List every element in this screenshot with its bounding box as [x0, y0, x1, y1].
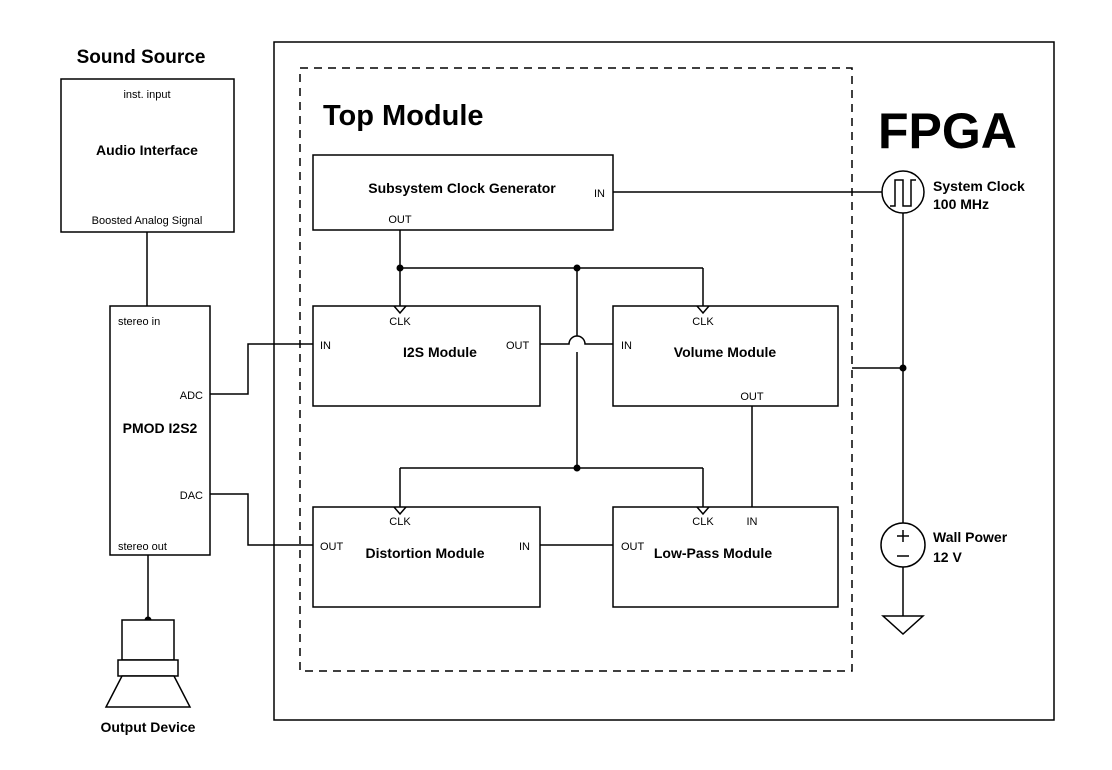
clock-generator-name: Subsystem Clock Generator: [368, 180, 556, 196]
wall-power-label: Wall Power: [933, 529, 1008, 545]
pmod-stereo-out: stereo out: [118, 541, 167, 553]
lowpass-module-box: [612, 506, 839, 608]
lowpass-in: IN: [747, 516, 758, 528]
junction-dot: [573, 464, 581, 472]
junction-dot: [899, 364, 907, 372]
pmod-dac: DAC: [180, 490, 203, 502]
audio-interface-boosted-signal: Boosted Analog Signal: [92, 215, 203, 227]
audio-interface-name: Audio Interface: [96, 142, 198, 158]
clk-input-marker: [696, 506, 710, 516]
volume-out: OUT: [740, 391, 764, 403]
speaker-icon: [104, 619, 192, 708]
junction-dot: [396, 264, 404, 272]
clock-generator-in: IN: [594, 188, 605, 200]
i2s-in: IN: [320, 340, 331, 352]
system-clock-label: System Clock: [933, 178, 1025, 194]
fpga-label: FPGA: [878, 103, 1017, 159]
i2s-name: I2S Module: [403, 344, 477, 360]
sound-source-title: Sound Source: [77, 47, 206, 68]
pmod-name: PMOD I2S2: [123, 420, 198, 436]
clk-input-marker: [696, 305, 710, 315]
clk-input-marker: [393, 305, 407, 315]
distortion-clk: CLK: [389, 516, 411, 528]
lowpass-out: OUT: [621, 541, 645, 553]
ground-icon: [881, 615, 925, 636]
wire-i2s-to-volume: [540, 335, 613, 345]
output-device-label: Output Device: [101, 719, 196, 735]
volume-clk: CLK: [692, 316, 714, 328]
volume-in: IN: [621, 340, 632, 352]
lowpass-clk: CLK: [692, 516, 714, 528]
volume-name: Volume Module: [674, 344, 777, 360]
system-clock-frequency: 100 MHz: [933, 196, 989, 212]
pmod-i2s2-box: [109, 305, 211, 556]
i2s-out: OUT: [506, 340, 530, 352]
pmod-stereo-in: stereo in: [118, 316, 160, 328]
i2s-module-box: [312, 305, 541, 407]
top-module-box: [299, 67, 853, 672]
clock-source-icon: [881, 170, 925, 214]
pmod-adc: ADC: [180, 390, 203, 402]
lowpass-name: Low-Pass Module: [654, 545, 772, 561]
clock-distribution-wires: [399, 230, 704, 507]
clk-input-marker: [393, 506, 407, 516]
wire-dac-to-distortion: [210, 493, 313, 546]
audio-interface-box: [60, 78, 235, 233]
wall-power-voltage: 12 V: [933, 549, 962, 565]
clock-generator-out: OUT: [388, 214, 412, 226]
distortion-module-box: [312, 506, 541, 608]
junction-dot: [573, 264, 581, 272]
distortion-name: Distortion Module: [366, 545, 485, 561]
distortion-out: OUT: [320, 541, 344, 553]
audio-interface-inst-input: inst. input: [123, 89, 170, 101]
distortion-in: IN: [519, 541, 530, 553]
top-module-label: Top Module: [323, 100, 484, 132]
i2s-clk: CLK: [389, 316, 411, 328]
wire-adc-to-i2s: [210, 343, 313, 395]
power-source-icon: [880, 522, 926, 568]
volume-module-box: [612, 305, 839, 407]
